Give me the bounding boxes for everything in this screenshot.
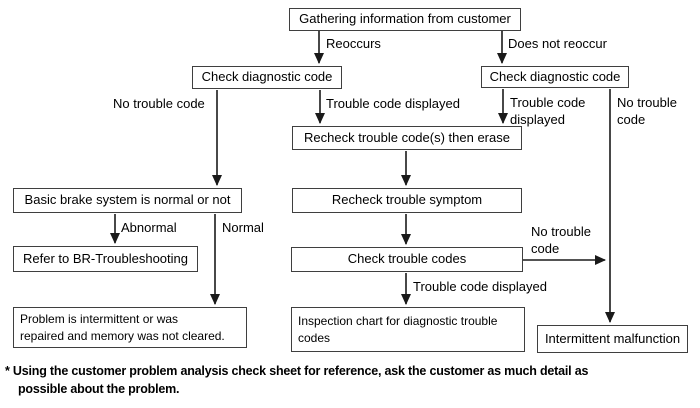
edge-label-does-not-reoccur: Does not reoccur [508, 36, 607, 51]
edge-label-normal: Normal [222, 220, 264, 235]
node-gathering-information: Gathering information from customer [289, 8, 521, 31]
node-recheck-trouble-symptom: Recheck trouble symptom [292, 188, 522, 213]
edge-label-abnormal: Abnormal [121, 220, 177, 235]
node-check-trouble-codes: Check trouble codes [291, 247, 523, 272]
node-check-diagnostic-code-left: Check diagnostic code [192, 66, 342, 89]
node-check-diagnostic-code-right: Check diagnostic code [481, 66, 629, 88]
footnote: * Using the customer problem analysis ch… [5, 364, 589, 397]
node-intermittent-malfunction: Intermittent malfunction [537, 325, 688, 353]
node-basic-brake-system: Basic brake system is normal or not [13, 188, 242, 213]
edge-label-trouble-code-displayed-right: Trouble code displayed [510, 95, 586, 127]
edge-label-trouble-code-displayed-left: Trouble code displayed [326, 96, 460, 111]
node-inspection-chart: Inspection chart for diagnostic trouble … [291, 307, 525, 352]
edge-label-reoccurs: Reoccurs [326, 36, 381, 51]
node-refer-br-troubleshooting: Refer to BR-Troubleshooting [13, 246, 198, 272]
edge-label-no-trouble-code-left: No trouble code [113, 96, 205, 111]
node-problem-intermittent: Problem is intermittent or was repaired … [13, 307, 247, 348]
edge-label-no-trouble-code-mid: No trouble code [531, 224, 591, 256]
edge-label-trouble-code-displayed-bottom: Trouble code displayed [413, 279, 547, 294]
edge-label-no-trouble-code-right: No trouble code [617, 95, 677, 127]
node-recheck-trouble-code-erase: Recheck trouble code(s) then erase [292, 126, 522, 150]
